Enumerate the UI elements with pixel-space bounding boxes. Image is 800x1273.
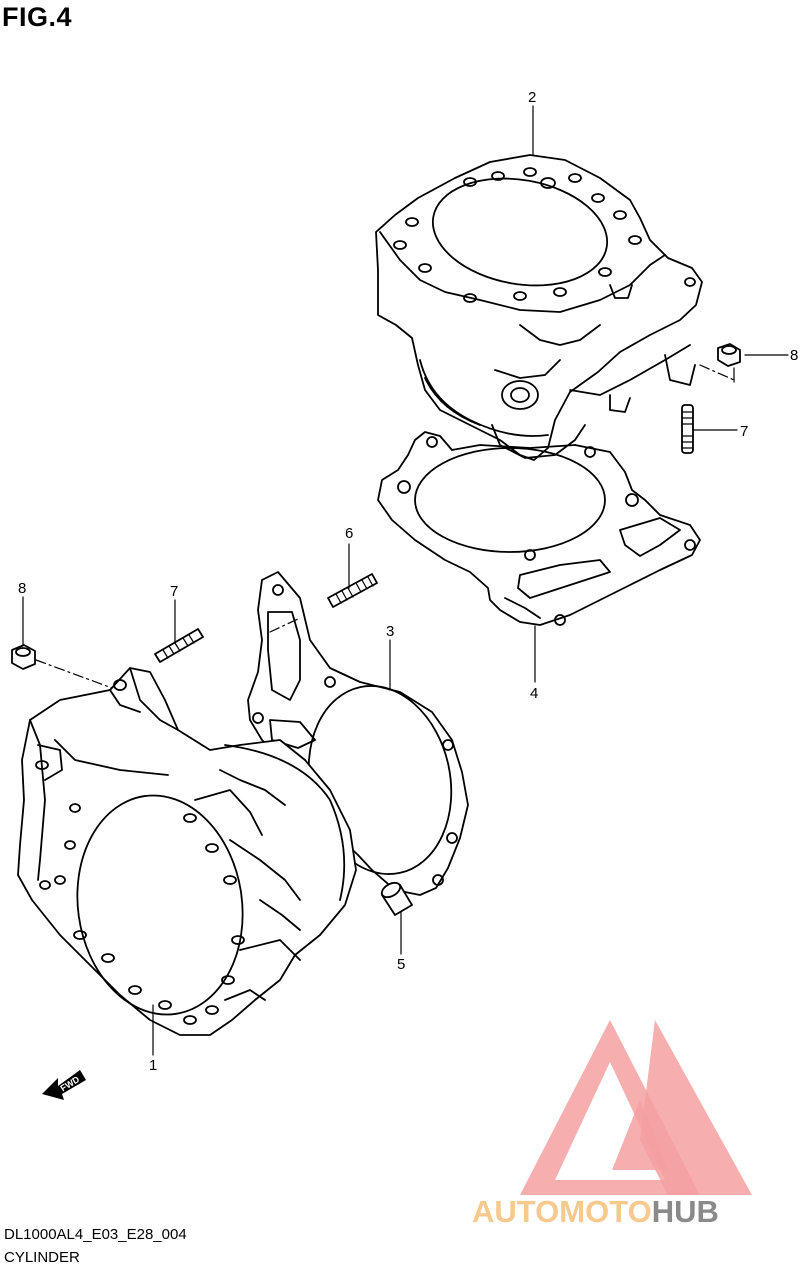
leader-lines [22,105,789,1056]
watermark-text: AUTOMOTOHUB [472,1194,719,1229]
callout-1: 1 [149,1057,157,1074]
nut-front-icon [11,644,36,670]
rear-gasket [377,431,701,626]
front-cylinder [17,667,357,1036]
callout-4: 4 [530,685,538,702]
rear-cylinder [375,154,703,461]
callout-5: 5 [397,956,405,973]
dowel-pin-icon [380,881,413,916]
callout-2: 2 [528,89,536,106]
callout-6: 6 [345,525,353,542]
figure-title: FIG.4 [2,2,73,32]
rear-deck-holes [393,167,696,303]
callout-8-front: 8 [18,580,26,597]
fwd-arrow-icon: FWD [42,1070,86,1100]
figure-name: CYLINDER [4,1249,80,1266]
callout-7-front: 7 [170,583,178,600]
callout-7-rear: 7 [740,423,748,440]
stud-rear-icon [681,404,694,454]
nut-rear-icon [717,343,741,367]
front-deck-holes [35,679,245,1025]
stud-front-icon [154,628,204,663]
callout-labels: 2 8 7 4 6 3 8 7 5 1 [18,89,798,1074]
figure-code: DL1000AL4_E03_E28_004 [4,1226,187,1243]
callout-8-rear: 8 [790,347,798,364]
automotohub-logo [520,1020,752,1195]
stud-long-icon [327,573,378,608]
callout-3: 3 [386,623,394,640]
